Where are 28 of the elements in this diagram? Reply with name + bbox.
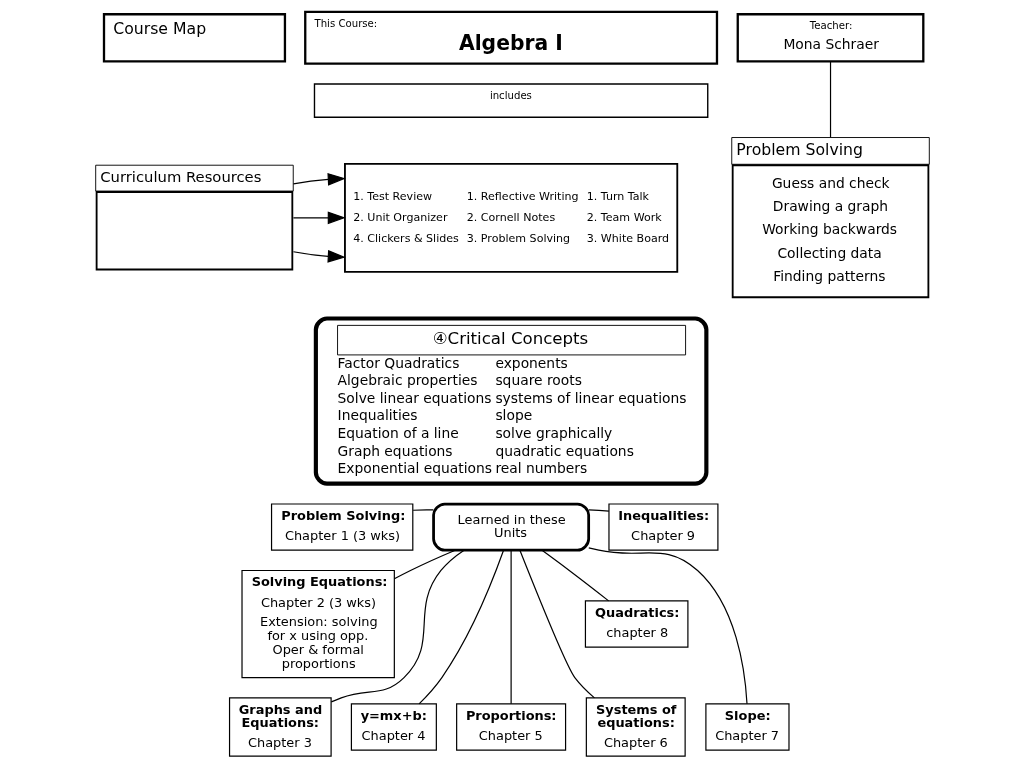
connector	[330, 549, 465, 703]
node-box: Teacher: Mona Schraer	[736, 13, 924, 63]
node-box: Learned in these Units	[431, 502, 590, 552]
connector	[540, 549, 609, 602]
arrow	[292, 173, 346, 186]
node-box: Problem Solving: Chapter 1 (3 wks)	[270, 503, 413, 551]
node-box: This Course: Algebra I	[303, 10, 718, 65]
arrow	[292, 250, 346, 263]
node-box: Proportions: Chapter 5	[455, 703, 566, 751]
connector	[418, 549, 504, 705]
node-box: Solving Equations: Chapter 2 (3 wks) Extension: solving for x using opp. Oper & formal proportions	[240, 569, 395, 679]
connector	[587, 547, 748, 705]
node-box: Slope: Chapter 7	[704, 703, 790, 751]
node-box: Inequalities: Chapter 9	[607, 503, 718, 551]
node-box: Graphs and Equations: Chapter 3	[228, 697, 332, 757]
connector	[829, 61, 831, 138]
connector	[393, 549, 456, 580]
connector	[510, 549, 512, 705]
node-box: Systems of equations: Chapter 6	[585, 697, 686, 757]
connector	[412, 509, 434, 511]
arrow	[292, 211, 346, 225]
node-box: y=mx+b: Chapter 4	[350, 703, 437, 751]
connector	[518, 549, 595, 699]
connector	[587, 509, 609, 512]
node-box: Course Map	[102, 13, 286, 63]
node-box: Quadratics: chapter 8	[584, 600, 688, 648]
node-box: ④Critical Concepts Factor Quadratics exponents Algebraic properties square roots Solve linear equations systems of linear equations Inequalities slope Equation of a line solve graphically Graph equations quadratic equations Exponential equations real numbers	[313, 316, 708, 486]
node-box: includes	[313, 83, 708, 118]
